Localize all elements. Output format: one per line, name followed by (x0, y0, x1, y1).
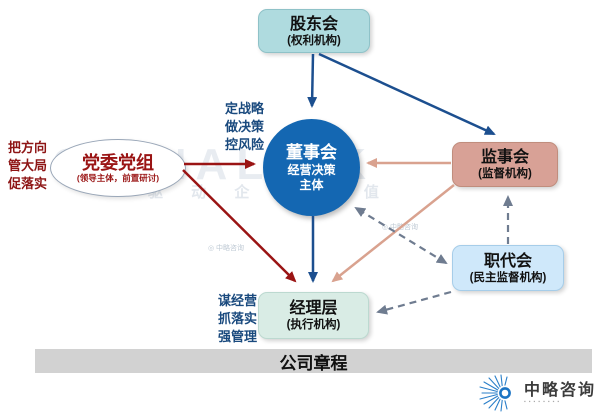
annotation-managers-role: 谋经营 抓落实 强管理 (218, 292, 257, 346)
annotation-line: 强管理 (218, 329, 258, 344)
annotation-line: 抓落实 (218, 311, 258, 326)
party-subtitle: (领导主体，前置研讨) (76, 172, 160, 183)
arrow-workers-to-managers (376, 290, 452, 315)
node-workers-congress: 职代会 (民主监督机构) (452, 245, 564, 291)
watermark-stamp: ◎ 中略咨询 (382, 224, 419, 231)
shareholders-title: 股东会 (289, 15, 338, 33)
arrow-shareholders-to-board (307, 53, 318, 108)
arrow-workers-board-bidirectional (354, 206, 448, 265)
party-title: 党委党组 (82, 152, 154, 173)
node-management-layer: 经理层 (执行机构) (258, 292, 369, 339)
workers-title: 职代会 (483, 252, 532, 270)
managers-subtitle: (执行机构) (286, 319, 341, 331)
board-line3: 主体 (299, 177, 324, 192)
annotation-line: 促落实 (8, 176, 48, 191)
supervisors-subtitle: (监督机构) (478, 168, 532, 180)
annotation-line: 做决策 (225, 119, 265, 134)
board-title: 董事会 (286, 142, 337, 162)
annotation-line: 管大局 (8, 158, 48, 173)
logo-tagline: ▪▪▪▪▪▪▪▪ (523, 399, 563, 405)
board-line2: 经营决策 (287, 162, 336, 177)
shareholders-subtitle: (权利机构) (287, 34, 341, 47)
supervisors-title: 监事会 (480, 149, 529, 166)
annotation-line: 控风险 (225, 137, 265, 152)
charter-title: 公司章程 (279, 353, 348, 373)
logo-name: 中略咨询 (523, 382, 596, 399)
arrow-shareholders-to-supervisors (318, 52, 496, 136)
node-supervisory-board: 监事会 (监督机构) (452, 142, 558, 187)
node-shareholders: 股东会 (权利机构) (258, 9, 370, 53)
company-charter-bar: 公司章程 (35, 349, 592, 373)
company-logo: 中略咨询 ▪▪▪▪▪▪▪▪ (476, 373, 596, 415)
workers-subtitle: (民主监督机构) (469, 271, 547, 284)
annotation-party-role: 把方向 管大局 促落实 (8, 139, 47, 193)
annotation-line: 谋经营 (218, 293, 258, 308)
annotation-board-role: 定战略 做决策 控风险 (225, 100, 264, 154)
starburst-icon (479, 374, 513, 412)
node-party-committee: 党委党组 (领导主体，前置研讨) (50, 139, 186, 197)
annotation-line: 把方向 (8, 140, 48, 155)
watermark-stamp: ◎ 中略咨询 (208, 245, 245, 252)
node-board-of-directors: 董事会 经营决策 主体 (263, 119, 360, 216)
managers-title: 经理层 (289, 300, 338, 317)
annotation-line: 定战略 (225, 101, 265, 116)
